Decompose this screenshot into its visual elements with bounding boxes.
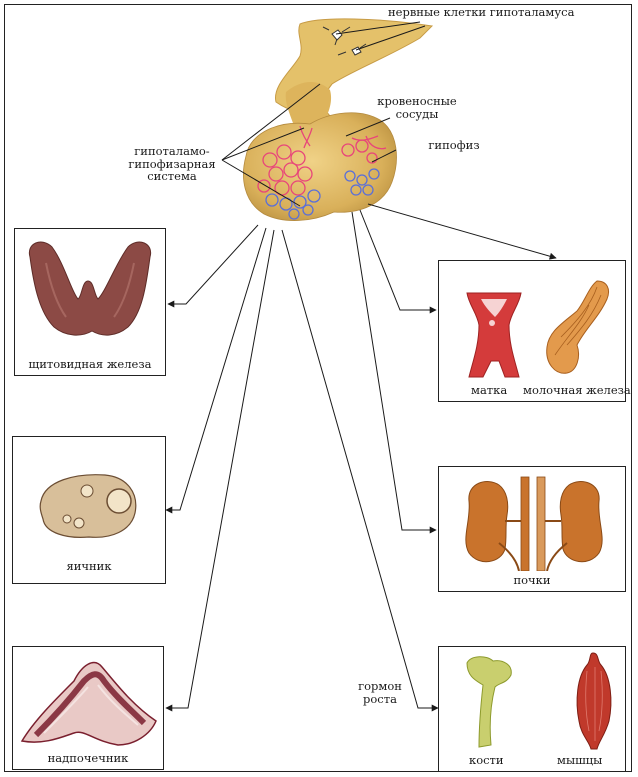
arrow-to-uterus-mammary	[359, 209, 437, 314]
adrenal-panel: надпочечник	[12, 646, 164, 770]
arrow-to-ovary	[165, 227, 267, 514]
arrow-to-kidneys	[351, 211, 437, 534]
figure-frame	[4, 4, 632, 772]
thyroid-image	[28, 241, 152, 336]
bones-muscles-panel: кости мышцы	[438, 646, 626, 772]
hormone-arrows	[165, 203, 557, 712]
label-system: гипоталамо- гипофизарная система	[128, 144, 216, 183]
label-blood-vessels: кровеносные сосуды	[377, 94, 457, 121]
kidneys-image	[465, 476, 603, 571]
label-leaders	[221, 21, 426, 207]
pituitary-illustration	[243, 18, 434, 221]
arrow-to-bones-muscles	[281, 229, 439, 712]
thyroid-panel: щитовидная железа	[14, 228, 166, 376]
ovary-panel: яичник	[12, 436, 166, 584]
mammary-caption: молочная железа	[523, 383, 631, 397]
uterus-image	[466, 292, 522, 378]
muscle-image	[576, 652, 612, 750]
label-growth-hormone: гормон роста	[358, 679, 402, 706]
uterus-mammary-panel: матка молочная железа	[438, 260, 631, 402]
red-vessel-network	[257, 125, 387, 196]
bone-image	[466, 656, 512, 748]
arrow-to-adrenal	[165, 229, 275, 712]
label-hypothalamus-cells: нервные клетки гипоталамуса	[388, 5, 575, 19]
kidneys-caption: почки	[513, 573, 551, 587]
ovary-caption: яичник	[66, 559, 112, 573]
arrow-to-right-upper	[367, 203, 557, 260]
thyroid-caption: щитовидная железа	[28, 357, 152, 371]
adrenal-caption: надпочечник	[47, 751, 129, 765]
adrenal-image	[20, 661, 157, 746]
muscles-caption: мышцы	[557, 753, 603, 767]
ovary-image	[39, 474, 137, 538]
kidneys-panel: почки	[438, 466, 626, 592]
label-pituitary: гипофиз	[428, 138, 480, 152]
neuron-icons	[322, 26, 367, 56]
bones-caption: кости	[469, 753, 504, 767]
uterus-caption: матка	[471, 383, 508, 397]
mammary-image	[546, 280, 610, 374]
arrow-to-thyroid	[167, 224, 259, 308]
